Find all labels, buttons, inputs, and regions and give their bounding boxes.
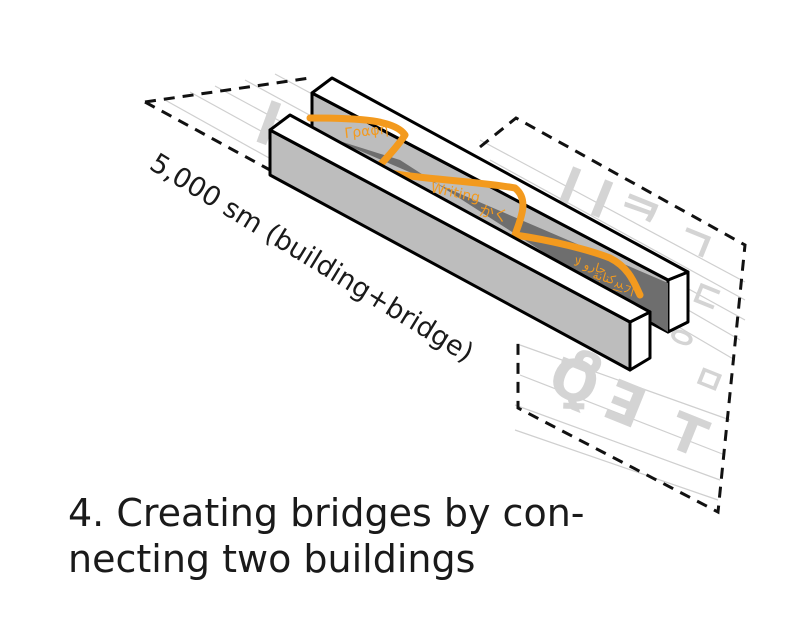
- bridge-word-korean: 쓰기: [611, 279, 636, 299]
- bridge-wave: [306, 114, 644, 299]
- ghost-letter-5: ⊏: [687, 271, 728, 319]
- ghost-letter-10: ꓱ: [595, 368, 655, 443]
- back-building-end: [666, 270, 690, 334]
- site-outline-dashed: [144, 76, 747, 515]
- figure-caption: 4. Creating bridges by con- necting two …: [68, 490, 708, 582]
- front-building: [268, 113, 652, 372]
- caption-line-2: necting two buildings: [68, 537, 476, 581]
- bridge-word-greek: Γραφή: [344, 121, 389, 142]
- caption-line-1: 4. Creating bridges by con-: [68, 491, 585, 535]
- back-building-top: [310, 76, 690, 282]
- front-building-top: [268, 113, 652, 324]
- ghost-letter-11: T: [660, 401, 716, 470]
- bridge-word-arabic-2: كتابة: [591, 267, 617, 287]
- ghost-letter-7: ㅁ: [687, 356, 731, 405]
